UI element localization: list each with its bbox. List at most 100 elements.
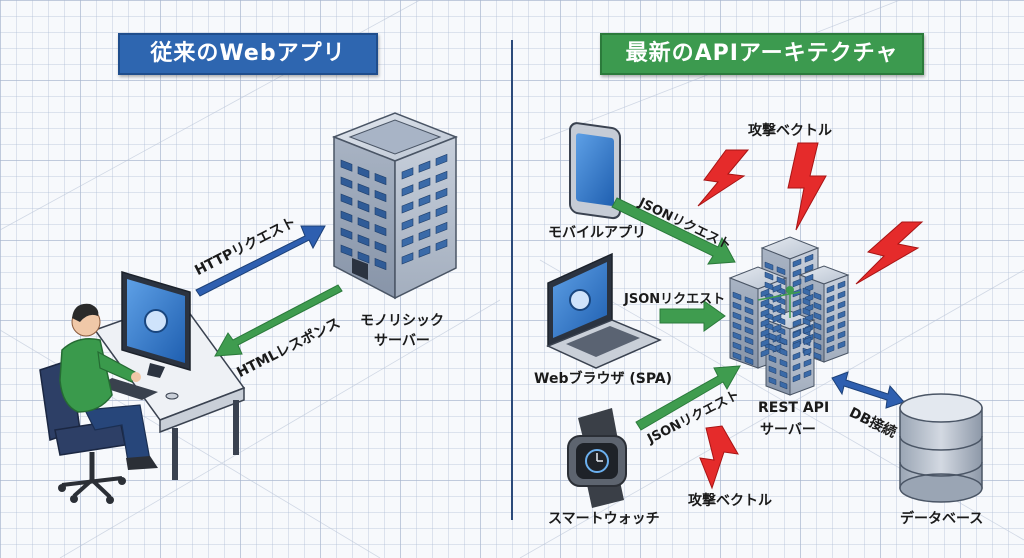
building-window bbox=[804, 273, 814, 283]
building-window bbox=[826, 324, 835, 334]
building-window bbox=[772, 323, 782, 333]
building-window bbox=[374, 172, 387, 186]
building-window bbox=[826, 294, 835, 304]
building-window bbox=[802, 307, 811, 317]
building-window bbox=[837, 320, 846, 330]
building-window bbox=[435, 170, 448, 184]
building-window bbox=[401, 201, 414, 214]
building-window bbox=[792, 340, 801, 350]
building-window bbox=[418, 211, 431, 224]
building-window bbox=[772, 303, 782, 313]
building-window bbox=[813, 341, 822, 351]
building-window bbox=[374, 206, 387, 220]
rest-api-server-label-line1: REST API bbox=[758, 400, 830, 416]
building-window bbox=[760, 288, 770, 298]
building-window bbox=[813, 321, 822, 331]
building-window bbox=[357, 183, 370, 196]
building-window bbox=[435, 221, 448, 235]
building-window bbox=[760, 318, 770, 328]
lightning-bolt-icon bbox=[855, 221, 924, 285]
building-window bbox=[744, 306, 754, 316]
building-window bbox=[826, 334, 835, 344]
building-window bbox=[357, 234, 370, 247]
building-window bbox=[768, 365, 777, 375]
building-window bbox=[776, 276, 786, 286]
traditional-web-app-title: 従来のWebアプリ bbox=[118, 33, 378, 75]
building-window bbox=[772, 283, 782, 293]
building-window bbox=[779, 358, 788, 368]
building-window bbox=[803, 336, 812, 346]
building-window bbox=[813, 351, 822, 361]
json-request-arrow-mobile bbox=[611, 197, 736, 265]
building-window bbox=[792, 258, 802, 268]
building-window bbox=[418, 177, 431, 190]
building-window bbox=[732, 351, 742, 361]
building-window bbox=[768, 343, 777, 353]
building-window bbox=[803, 325, 812, 335]
building-window bbox=[340, 210, 353, 223]
building-window bbox=[732, 311, 742, 321]
building-window bbox=[803, 369, 812, 379]
building-window bbox=[401, 218, 414, 231]
building-window bbox=[776, 266, 786, 276]
building-window bbox=[813, 331, 822, 341]
building-window bbox=[418, 160, 431, 173]
monolithic-server-building-icon bbox=[331, 112, 459, 300]
lightning-bolt-icon bbox=[699, 425, 739, 490]
attack-vector-label-bottom: 攻撃ベクトル bbox=[688, 493, 772, 509]
building-window bbox=[802, 297, 811, 307]
building-window bbox=[792, 298, 802, 308]
building-window bbox=[435, 153, 448, 167]
building-window bbox=[744, 336, 754, 346]
building-window bbox=[826, 344, 835, 354]
database-icon bbox=[899, 393, 983, 503]
smartphone-icon bbox=[569, 122, 621, 220]
building-window bbox=[803, 358, 812, 368]
smartwatch-label: スマートウォッチ bbox=[548, 511, 660, 527]
building-window bbox=[374, 257, 387, 271]
building-window bbox=[792, 268, 802, 278]
json-request-arrow-web bbox=[659, 300, 726, 332]
http-request-arrow bbox=[195, 225, 326, 297]
building-window bbox=[418, 194, 431, 207]
building-window bbox=[732, 331, 742, 341]
building-window bbox=[732, 291, 742, 301]
building-window bbox=[802, 287, 811, 297]
building-window bbox=[732, 301, 742, 311]
building-window bbox=[744, 346, 754, 356]
building-window bbox=[826, 284, 835, 294]
building-window bbox=[760, 298, 770, 308]
building-window bbox=[802, 317, 811, 327]
building-window bbox=[792, 329, 801, 339]
laptop-icon bbox=[546, 252, 662, 369]
building-window bbox=[768, 332, 777, 342]
building-window bbox=[779, 347, 788, 357]
building-window bbox=[792, 373, 801, 383]
building-window bbox=[374, 223, 387, 237]
building-window bbox=[779, 380, 788, 390]
building-window bbox=[804, 263, 814, 273]
desktop-computer-icon bbox=[98, 270, 191, 400]
db-connection-arrow bbox=[831, 371, 905, 409]
building-window bbox=[357, 166, 370, 179]
person-icon bbox=[39, 303, 158, 504]
building-window bbox=[768, 354, 777, 364]
building-window bbox=[760, 308, 770, 318]
attack-vector-label-top: 攻撃ベクトル bbox=[748, 123, 832, 139]
building-window bbox=[435, 204, 448, 218]
html-response-arrow bbox=[214, 284, 343, 357]
building-window bbox=[418, 245, 431, 258]
building-window bbox=[779, 369, 788, 379]
building-window bbox=[340, 244, 353, 257]
building-window bbox=[732, 321, 742, 331]
database-label: データベース bbox=[900, 511, 984, 527]
building-window bbox=[813, 291, 822, 301]
lightning-bolt-icon bbox=[697, 149, 750, 207]
building-window bbox=[803, 347, 812, 357]
building-window bbox=[792, 278, 802, 288]
building-window bbox=[837, 280, 846, 290]
building-window bbox=[837, 330, 846, 340]
building-window bbox=[772, 313, 782, 323]
building-window bbox=[779, 336, 788, 346]
building-window bbox=[764, 271, 774, 281]
